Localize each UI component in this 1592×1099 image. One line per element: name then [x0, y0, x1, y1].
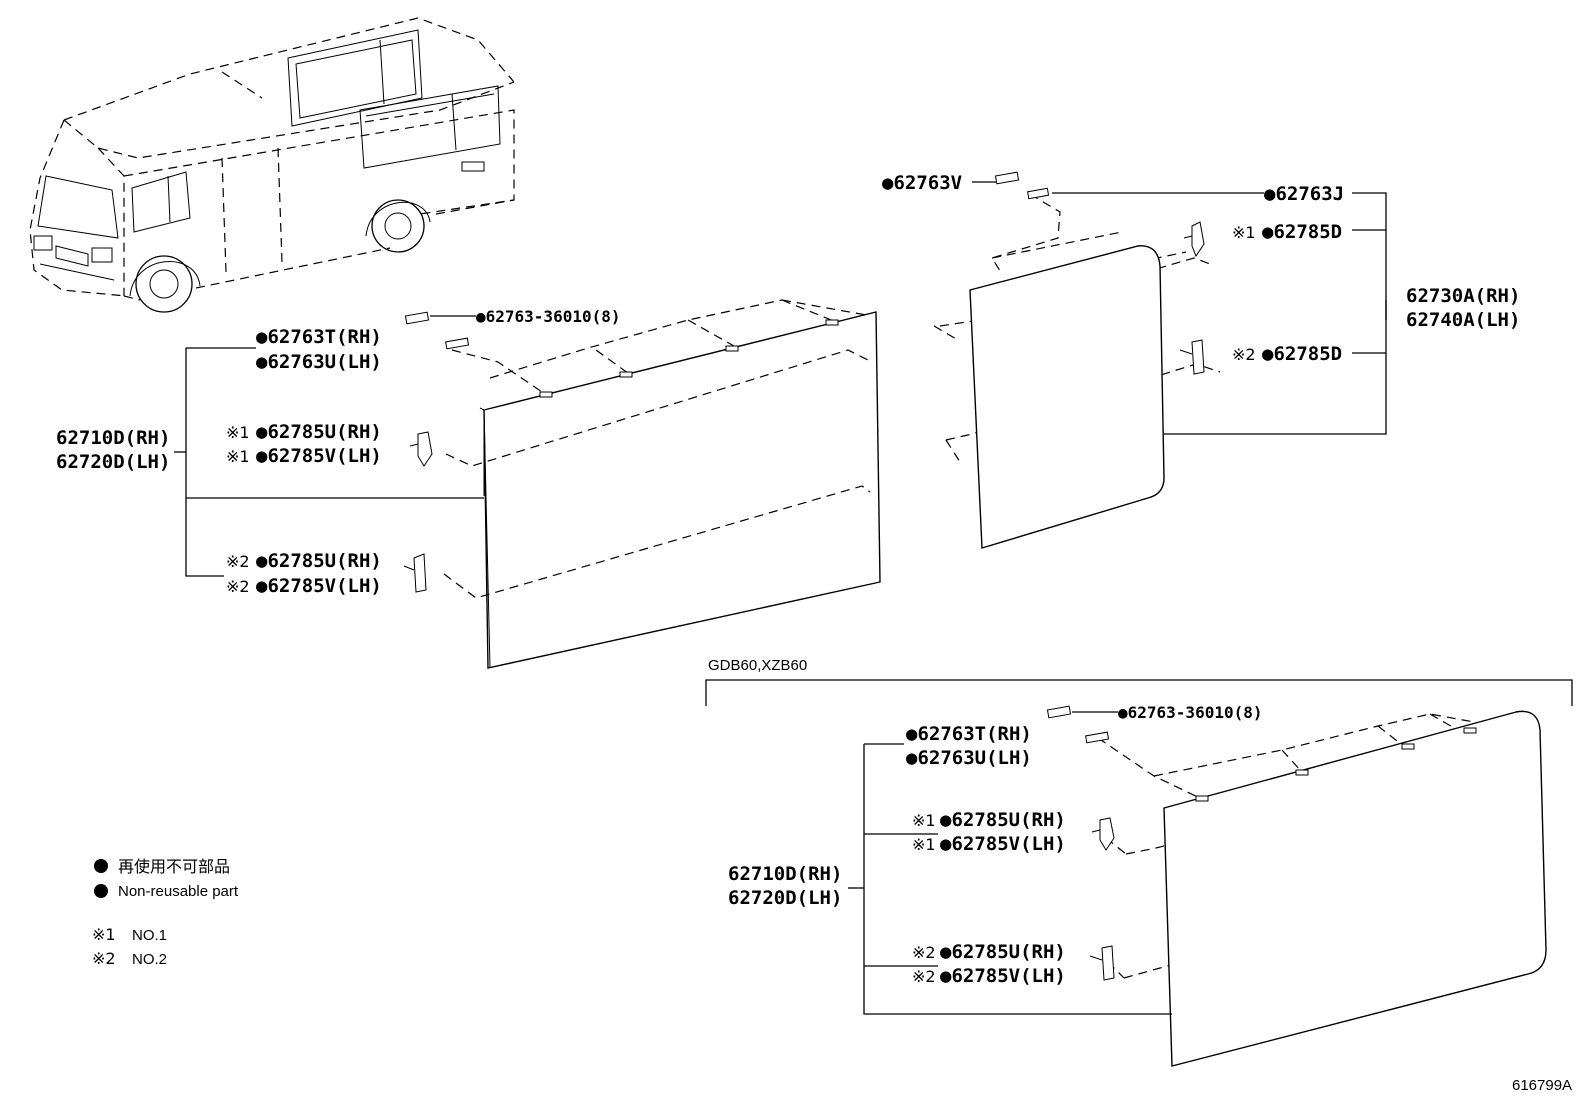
main-clip-part [404, 311, 430, 325]
vehicle-illustration [29, 17, 515, 313]
main-clip-rh-label: ●62763T(RH) [256, 326, 382, 348]
rear-clip-j-part [1027, 187, 1050, 200]
variant-side-glass-group [848, 705, 1547, 1067]
main-bracket-2 [403, 553, 427, 593]
rear-bracket2-label: ●62785D [1262, 343, 1342, 365]
rear-glass-rh-label: 62730A(RH) [1406, 285, 1520, 307]
main-side-glass-group [174, 299, 881, 669]
main-bracket2-rh-label: ●62785U(RH) [256, 550, 382, 572]
non-reusable-bullet-icon-2 [94, 884, 108, 898]
main-bracket2-mark-lh: ※2 [226, 577, 250, 596]
rear-side-glass-group [933, 171, 1387, 549]
rear-clip-j-label: ●62763J [1264, 183, 1344, 205]
main-side-glass [483, 311, 881, 669]
main-bracket1-mark-lh: ※1 [226, 447, 250, 466]
main-clip-part-2 [445, 337, 470, 350]
variant-bracket [705, 679, 1573, 706]
main-bracket1-rh-label: ●62785U(RH) [256, 421, 382, 443]
variant-bracket2-lh-label: ●62785V(LH) [940, 965, 1066, 987]
main-bracket2-lh-label: ●62785V(LH) [256, 575, 382, 597]
variant-top-clip-label: ●62763-36010(8) [1118, 703, 1263, 722]
variant-bracket2-mark-lh: ※2 [912, 967, 936, 986]
legend-note2-mark: ※2 [92, 949, 116, 968]
rear-bracket-2 [1179, 339, 1205, 375]
variant-glass-lh-label: 62720D(LH) [728, 887, 842, 909]
main-glass-rh-label: 62710D(RH) [56, 427, 170, 449]
variant-bracket1-mark-rh: ※1 [912, 811, 936, 830]
main-glass-lh-label: 62720D(LH) [56, 451, 170, 473]
rear-bracket1-mark: ※1 [1232, 223, 1256, 242]
rear-clip-v-part [994, 171, 1020, 185]
variant-clip-part [1046, 705, 1072, 719]
legend-non-reusable-jp: 再使用不可部品 [118, 857, 230, 876]
non-reusable-bullet-icon [94, 859, 108, 873]
variant-clip-lh-label: ●62763U(LH) [906, 747, 1032, 769]
variant-side-glass [1163, 710, 1547, 1067]
variant-bracket-2 [1089, 945, 1115, 981]
main-top-clip-label: ●62763-36010(8) [476, 307, 621, 326]
legend-non-reusable-en: Non-reusable part [118, 883, 239, 900]
variant-glass-rh-label: 62710D(RH) [728, 863, 842, 885]
variant-bracket1-rh-label: ●62785U(RH) [940, 809, 1066, 831]
variant-bracket-1 [1091, 817, 1115, 851]
main-bracket1-lh-label: ●62785V(LH) [256, 445, 382, 467]
legend: 再使用不可部品 Non-reusable part ※1 NO.1 ※2 NO.… [92, 857, 239, 968]
variant-bracket1-lh-label: ●62785V(LH) [940, 833, 1066, 855]
figure-id: 616799A [1512, 1077, 1572, 1094]
main-bracket1-mark-rh: ※1 [226, 423, 250, 442]
main-clip-lh-label: ●62763U(LH) [256, 351, 382, 373]
variant-clip-rh-label: ●62763T(RH) [906, 723, 1032, 745]
rear-clip-v-label: ●62763V [882, 172, 962, 194]
rear-bracket-1 [1183, 221, 1205, 258]
rear-glass-lh-label: 62740A(LH) [1406, 309, 1520, 331]
main-bracket2-mark-rh: ※2 [226, 552, 250, 571]
variant-bracket2-mark-rh: ※2 [912, 943, 936, 962]
main-bracket-1 [409, 431, 433, 467]
variant-header: GDB60,XZB60 [708, 657, 807, 674]
legend-note1-mark: ※1 [92, 925, 116, 944]
rear-side-glass [969, 245, 1165, 549]
variant-clip-part-2 [1085, 731, 1110, 744]
rear-bracket2-mark: ※2 [1232, 345, 1256, 364]
variant-bracket2-rh-label: ●62785U(RH) [940, 941, 1066, 963]
legend-note2-text: NO.2 [132, 951, 167, 968]
legend-note1-text: NO.1 [132, 927, 167, 944]
variant-bracket1-mark-lh: ※1 [912, 835, 936, 854]
rear-bracket1-label: ●62785D [1262, 221, 1342, 243]
